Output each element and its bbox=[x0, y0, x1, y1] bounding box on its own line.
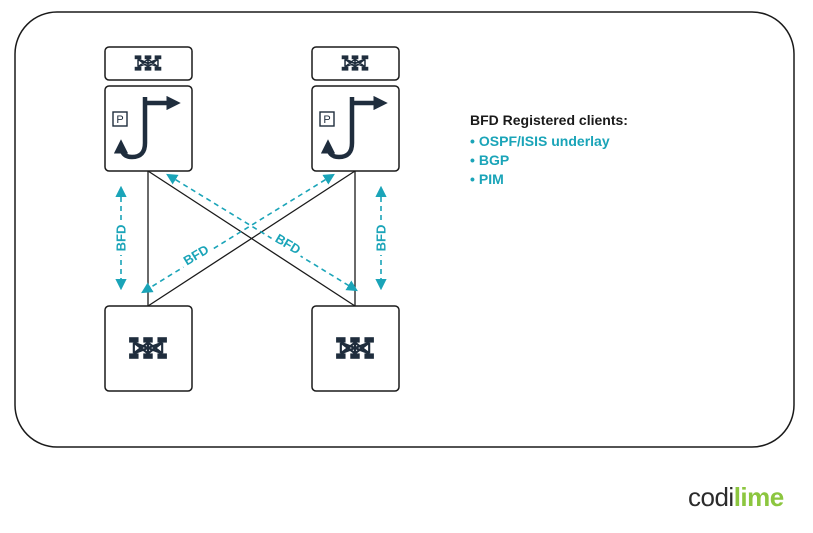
node-top-left: P bbox=[104, 46, 193, 172]
switch-icon bbox=[133, 54, 163, 72]
legend-item-label: PIM bbox=[478, 171, 504, 187]
node-bottom-left bbox=[104, 305, 193, 392]
bfd-clients-legend: BFD Registered clients: •OSPF/ISIS under… bbox=[470, 112, 628, 189]
node-top-right-router-box bbox=[311, 85, 400, 172]
legend-item-label: BGP bbox=[478, 152, 510, 168]
legend-item-label: OSPF/ISIS underlay bbox=[478, 133, 610, 149]
node-top-right: P bbox=[311, 46, 400, 172]
policy-badge-icon: P bbox=[319, 111, 335, 127]
legend-item: •OSPF/ISIS underlay bbox=[470, 133, 610, 149]
codilime-logo: codilime bbox=[688, 482, 784, 512]
policy-badge-icon: P bbox=[112, 111, 128, 127]
switch-icon bbox=[335, 336, 375, 360]
diagram-frame bbox=[14, 11, 795, 448]
svg-text:BFD: BFD bbox=[374, 225, 389, 252]
legend-title: BFD Registered clients: bbox=[470, 112, 628, 128]
routing-icon bbox=[113, 95, 181, 160]
bfd-label-right: BFD bbox=[373, 221, 389, 255]
legend-list: •OSPF/ISIS underlay •BGP •PIM bbox=[470, 132, 628, 189]
bfd-label-cross-1: BFD bbox=[269, 228, 307, 260]
routing-icon bbox=[320, 95, 388, 160]
legend-item: •PIM bbox=[470, 171, 504, 187]
switch-icon bbox=[340, 54, 370, 72]
bfd-label-left: BFD bbox=[113, 221, 129, 255]
logo-part-1: codi bbox=[688, 482, 734, 512]
node-top-left-router-box bbox=[104, 85, 193, 172]
switch-icon bbox=[128, 336, 168, 360]
legend-item: •BGP bbox=[470, 152, 510, 168]
svg-text:BFD: BFD bbox=[114, 225, 129, 252]
bfd-session-cross-2 bbox=[141, 173, 335, 294]
node-bottom-right bbox=[311, 305, 400, 392]
svg-text:P: P bbox=[323, 114, 330, 126]
logo-part-2: lime bbox=[733, 482, 785, 512]
bfd-session-cross-1 bbox=[166, 173, 358, 292]
svg-text:P: P bbox=[116, 114, 123, 126]
